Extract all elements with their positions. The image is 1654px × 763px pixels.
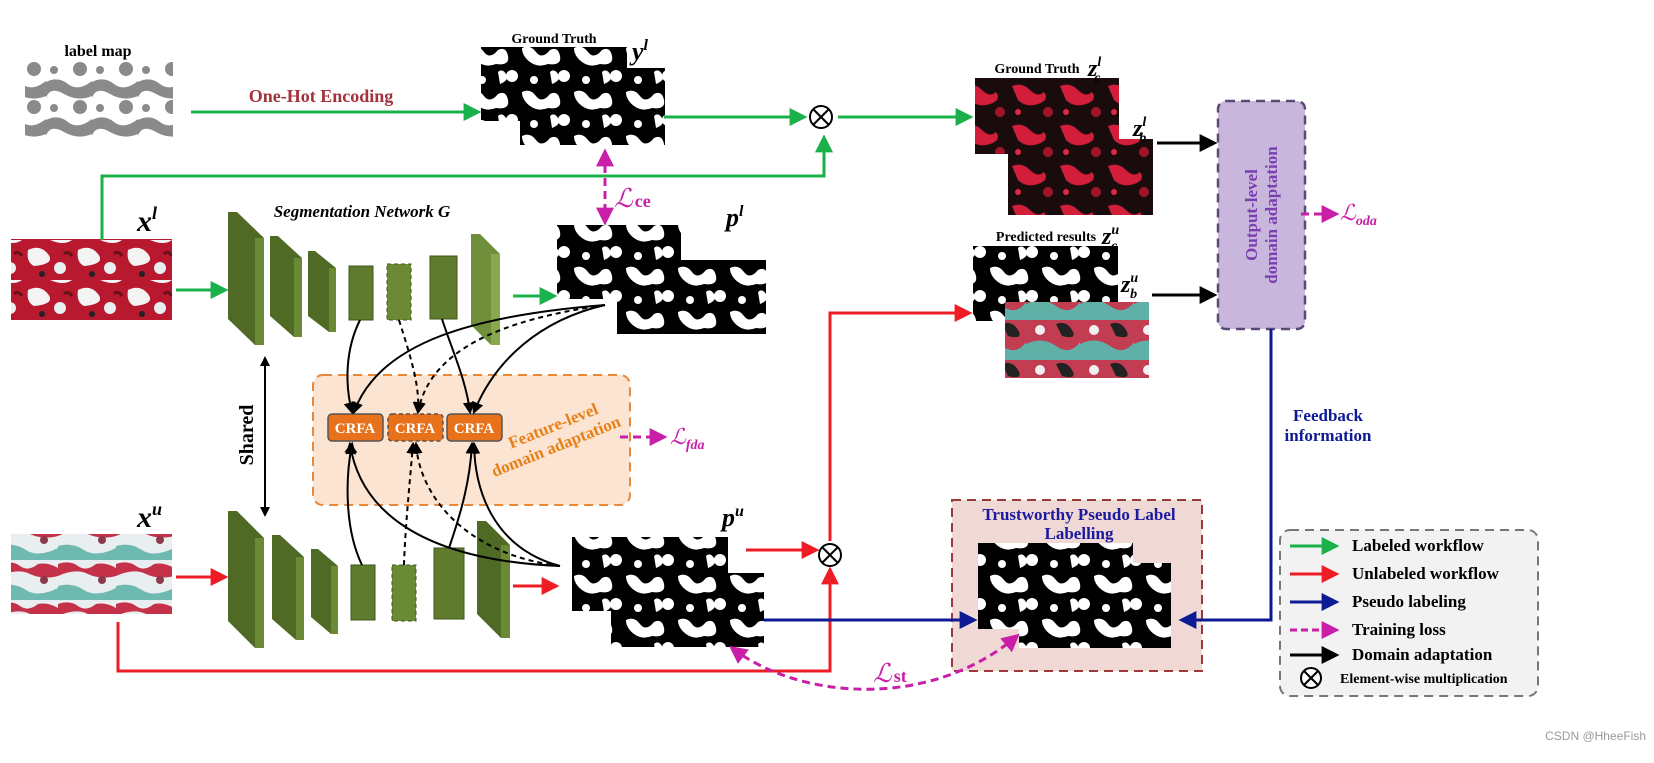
feedback-label: Feedback information bbox=[1285, 406, 1372, 445]
ground-truth-y-title: Ground Truth bbox=[511, 32, 596, 47]
legend-label-loss: Training loss bbox=[1352, 620, 1446, 639]
feedback-line2: information bbox=[1285, 426, 1372, 445]
shared-label: Shared bbox=[236, 405, 258, 466]
domain-adaptation-arrows bbox=[1152, 143, 1214, 295]
encoder-layers-top bbox=[228, 212, 500, 345]
predicted-results-title: Predicted results bbox=[996, 230, 1097, 245]
crfa-block-3: CRFA bbox=[447, 414, 502, 441]
ground-truth-z-title: Ground Truth bbox=[994, 62, 1079, 77]
symbol-p-u: pu bbox=[720, 503, 744, 532]
crfa-block-2: CRFA bbox=[388, 414, 443, 441]
x-u-image bbox=[11, 534, 172, 614]
ground-truth-z-image bbox=[975, 78, 1153, 215]
legend-label-multiplication: Element-wise multiplication bbox=[1340, 672, 1508, 687]
tpll-line2: Labelling bbox=[1045, 524, 1114, 543]
multiply-symbol-bottom bbox=[819, 544, 841, 566]
tpll-line1: Trustworthy Pseudo Label bbox=[982, 505, 1176, 524]
legend-label-labeled: Labeled workflow bbox=[1352, 536, 1484, 555]
segmentation-network-title: Segmentation Network G bbox=[274, 202, 451, 221]
multiply-symbol-top bbox=[810, 106, 832, 128]
p-u-image bbox=[572, 537, 764, 647]
label-map-title: label map bbox=[64, 43, 131, 60]
one-hot-label: One-Hot Encoding bbox=[249, 86, 394, 106]
crfa-label-1: CRFA bbox=[335, 421, 376, 437]
symbol-x-l: xl bbox=[136, 203, 157, 238]
output-level-line2: domain adaptation bbox=[1262, 146, 1281, 284]
crfa-label-3: CRFA bbox=[454, 421, 495, 437]
crfa-block-1: CRFA bbox=[328, 414, 383, 441]
symbol-x-u: xu bbox=[136, 499, 162, 534]
crfa-label-2: CRFA bbox=[395, 421, 436, 437]
p-l-image bbox=[557, 225, 766, 334]
legend-label-unlabeled: Unlabeled workflow bbox=[1352, 564, 1500, 583]
predicted-results-image bbox=[973, 246, 1149, 378]
loss-oda: ℒoda bbox=[1340, 200, 1377, 229]
legend-label-domain: Domain adaptation bbox=[1352, 645, 1493, 664]
label-map-image bbox=[25, 62, 173, 138]
symbol-y-l: yl bbox=[629, 37, 649, 66]
legend-label-pseudo: Pseudo labeling bbox=[1352, 592, 1466, 611]
symbol-p-l: pl bbox=[724, 203, 744, 232]
output-level-line1: Output-level bbox=[1242, 169, 1261, 261]
feedback-line1: Feedback bbox=[1293, 406, 1363, 425]
loss-fda: ℒfda bbox=[670, 424, 705, 453]
watermark: CSDN @HheeFish bbox=[1545, 729, 1646, 743]
x-l-image bbox=[11, 239, 172, 320]
